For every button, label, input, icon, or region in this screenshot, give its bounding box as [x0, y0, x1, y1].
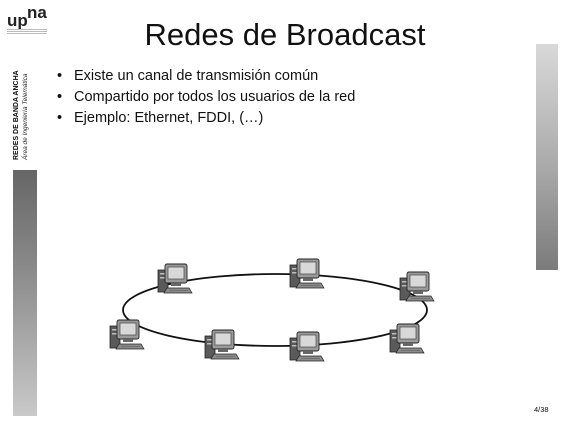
course-area: Área de Ingeniería Telemática [22, 73, 29, 160]
course-label: REDES DE BANDA ANCHA Área de Ingeniería … [12, 52, 34, 162]
bullet-item: • Compartido por todos los usuarios de la… [57, 87, 355, 108]
computer-icon [109, 319, 145, 350]
bullet-icon: • [57, 110, 63, 126]
computer-icon [157, 263, 193, 294]
computer-icon [399, 271, 435, 302]
page-number: 4/38 [534, 405, 549, 414]
logo-text-na: na [27, 3, 47, 22]
bullet-text: Existe un canal de transmisión común [74, 68, 319, 84]
computer-icon [289, 258, 325, 289]
logo-lines [7, 29, 47, 35]
logo-text-up: up [7, 11, 28, 30]
bullet-icon: • [57, 68, 63, 84]
upna-logo: up na [7, 3, 47, 35]
computer-icon [289, 331, 325, 362]
bullet-list: • Existe un canal de transmisión común • C… [57, 66, 355, 129]
slide-title: Redes de Broadcast [144, 17, 426, 52]
ring-cable [122, 273, 428, 347]
bullet-item: • Existe un canal de transmisión común [57, 66, 355, 87]
computer-icon [204, 329, 240, 360]
right-gradient-bar [536, 44, 558, 270]
left-gradient-bar [13, 170, 37, 416]
computer-icon [389, 323, 425, 354]
ring-network-diagram [109, 258, 435, 362]
bullet-item: • Ejemplo: Ethernet, FDDI, (…) [57, 108, 355, 129]
bullet-text: Ejemplo: Ethernet, FDDI, (…) [74, 110, 264, 126]
bullet-icon: • [57, 89, 63, 105]
course-name: REDES DE BANDA ANCHA [13, 70, 20, 160]
bullet-text: Compartido por todos los usuarios de la … [74, 89, 356, 105]
